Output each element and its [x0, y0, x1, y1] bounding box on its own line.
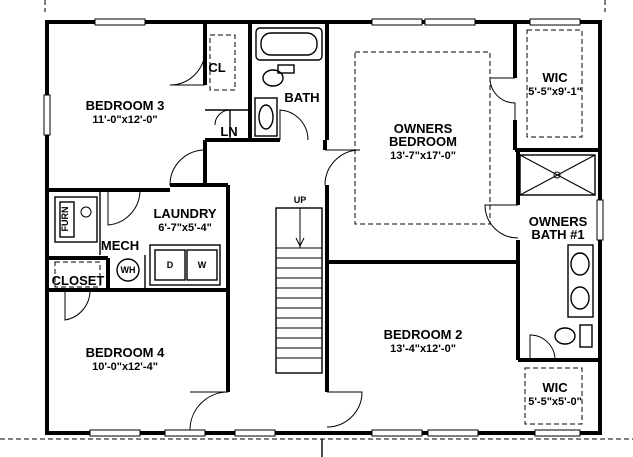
furnace-label: FURN [60, 207, 70, 232]
exterior-walls [43, 18, 604, 437]
closet-small-label: CL [208, 60, 225, 75]
bedroom4-name: BEDROOM 4 [86, 345, 166, 360]
interior-walls [47, 22, 600, 392]
dryer-label: D [167, 260, 174, 270]
bath-label: BATH [284, 90, 319, 105]
bedroom2-dims: 13'-4"x12'-0" [390, 343, 456, 355]
closet-label: CLOSET [52, 273, 105, 288]
owners-bedroom-line2: BEDROOM [389, 134, 457, 149]
bedroom4-dims: 10'-0"x12'-4" [92, 361, 158, 373]
owners-bedroom-dims: 13'-7"x17'-0" [390, 150, 456, 162]
stairs-up-label: UP [294, 195, 307, 205]
wic-top-name: WIC [542, 70, 568, 85]
bedroom2-name: BEDROOM 2 [384, 327, 463, 342]
laundry-dims: 6'-7"x5'-4" [158, 222, 212, 234]
bath-fixtures [254, 27, 323, 137]
water-heater-label: WH [121, 265, 136, 275]
room-labels: BEDROOM 3 11'-0"x12'-0" CL BATH LN OWNER… [52, 60, 588, 408]
laundry-fixtures [54, 196, 221, 286]
owners-bath-fixtures [519, 154, 596, 348]
stairs [275, 207, 323, 374]
owners-bedroom-line1: OWNERS [394, 121, 453, 136]
mech-label: MECH [101, 238, 139, 253]
bedroom3-name: BEDROOM 3 [86, 98, 165, 113]
bedroom3-dims: 11'-0"x12'-0" [92, 114, 157, 126]
owners-bath-line2: BATH #1 [531, 227, 584, 242]
washer-label: W [198, 260, 207, 270]
linen-label: LN [220, 124, 237, 139]
laundry-name: LAUNDRY [153, 206, 216, 221]
owners-bath-line1: OWNERS [529, 214, 588, 229]
wic-bottom-name: WIC [542, 380, 568, 395]
wic-top-dims: 5'-5"x9'-1" [528, 86, 582, 98]
wic-bottom-dims: 5'-5"x5'-0" [528, 396, 582, 408]
closet-shelves [54, 29, 583, 425]
